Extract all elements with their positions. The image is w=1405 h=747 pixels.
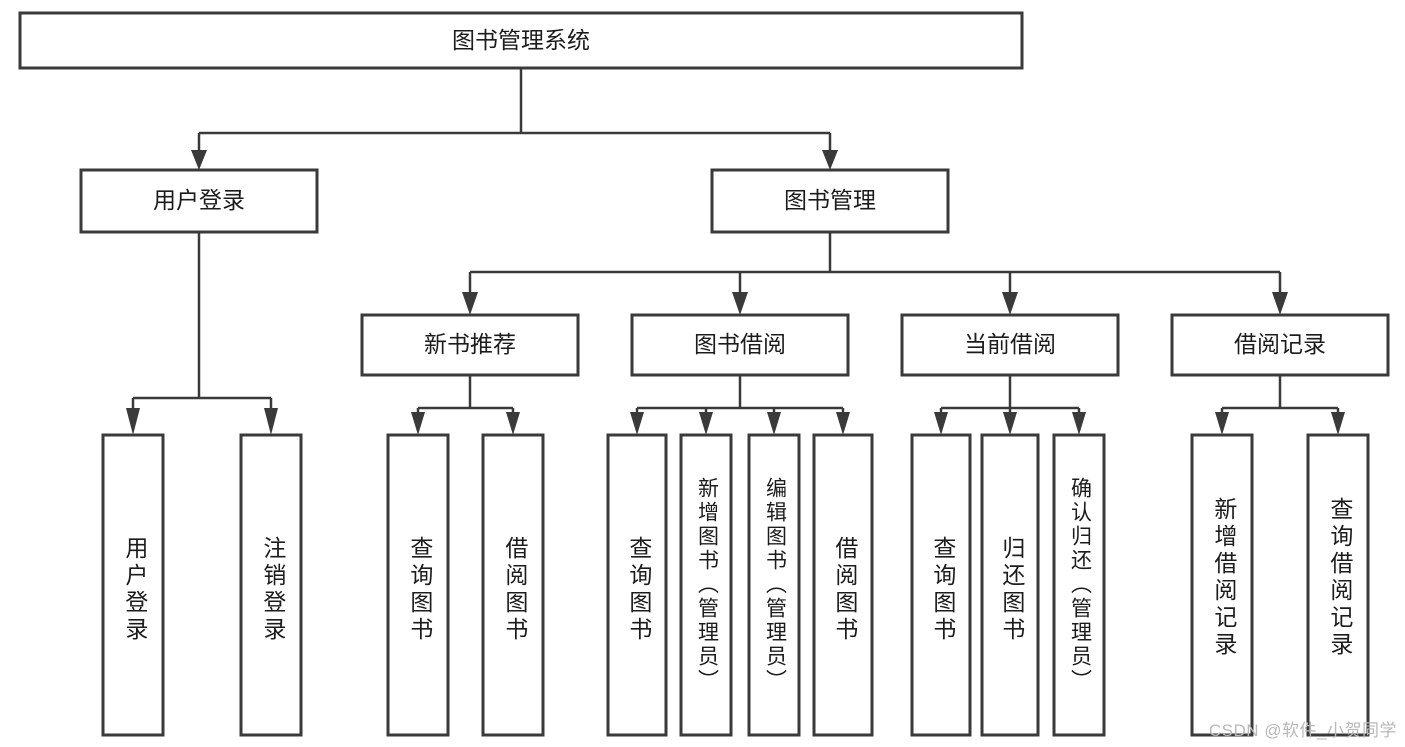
leaf-book-borrow-edit-box[interactable] [747, 433, 801, 737]
leaf-current-borrow-query[interactable]: 查询图书 [910, 433, 972, 737]
leaf-book-borrow-add-box[interactable] [679, 433, 733, 737]
leaf-current-borrow-confirm[interactable]: 确认归还（管理员） [1052, 433, 1106, 737]
leaf-borrow-record-add-box[interactable] [1190, 433, 1254, 737]
node-new-book-recommend[interactable]: 新书推荐 [360, 313, 580, 377]
arrow-cb-leaf2 [1003, 412, 1017, 435]
arrow-bb-leaf3 [767, 412, 781, 435]
arrow-book-borrow [732, 292, 748, 315]
leaf-current-borrow-return[interactable]: 归还图书 [980, 433, 1040, 737]
leaf-current-borrow-query-box[interactable] [910, 433, 972, 737]
node-book-management[interactable]: 图书管理 [710, 168, 950, 234]
node-book-management-box[interactable] [710, 168, 950, 234]
arrow-book-manage [822, 150, 838, 170]
arrow-bb-leaf1 [630, 412, 644, 435]
leaf-book-borrow-edit[interactable]: 编辑图书（管理员） [747, 433, 801, 737]
leaf-borrow-record-add-label: 新增借阅记录 [1211, 497, 1238, 659]
arrow-current-borrow [1002, 292, 1018, 315]
node-user-login[interactable]: 用户登录 [79, 168, 319, 234]
leaf-new-book-borrow[interactable]: 借阅图书 [481, 433, 545, 737]
leaf-book-borrow-edit-label: 编辑图书（管理员） [763, 477, 787, 693]
arrow-user-login [191, 150, 207, 170]
arrow-br-leaf2 [1331, 412, 1345, 435]
leaf-user-login-login-box[interactable] [101, 433, 165, 737]
leaf-user-login-login-label: 用户登录 [122, 536, 149, 644]
leaf-book-borrow-borrow-label: 借阅图书 [832, 536, 859, 644]
node-book-borrow-box[interactable] [630, 313, 850, 377]
node-borrow-record-label: 借阅记录 [1234, 331, 1326, 357]
leaf-book-borrow-borrow-box[interactable] [812, 433, 874, 737]
node-borrow-record-box[interactable] [1170, 313, 1390, 377]
node-user-login-box[interactable] [79, 168, 319, 234]
arrow-bb-leaf2 [699, 412, 713, 435]
node-new-book-recommend-label: 新书推荐 [424, 331, 516, 357]
leaf-borrow-record-add[interactable]: 新增借阅记录 [1190, 433, 1254, 737]
arrow-cb-leaf3 [1072, 412, 1086, 435]
node-root-system-label: 图书管理系统 [452, 27, 590, 53]
csdn-watermark: CSDN @软件_小贺同学 [1208, 721, 1397, 740]
node-root-system-box[interactable] [18, 11, 1024, 70]
leaf-book-borrow-borrow[interactable]: 借阅图书 [812, 433, 874, 737]
leaf-new-book-borrow-label: 借阅图书 [502, 536, 529, 644]
arrow-bb-leaf4 [836, 412, 850, 435]
leaf-current-borrow-return-box[interactable] [980, 433, 1040, 737]
arrow-nb-leaf2 [506, 412, 520, 435]
arrow-new-book [462, 292, 478, 315]
leaf-user-login-logout-label: 注销登录 [260, 536, 287, 644]
leaf-current-borrow-query-label: 查询图书 [930, 536, 957, 644]
leaf-new-book-query-box[interactable] [386, 433, 450, 737]
leaf-borrow-record-query-box[interactable] [1306, 433, 1370, 737]
leaf-borrow-record-query[interactable]: 查询借阅记录 [1306, 433, 1370, 737]
arrow-br-leaf1 [1215, 412, 1229, 435]
leaf-current-borrow-confirm-label: 确认归还（管理员） [1068, 477, 1092, 693]
node-borrow-record[interactable]: 借阅记录 [1170, 313, 1390, 377]
node-current-borrow-label: 当前借阅 [964, 331, 1056, 357]
node-book-borrow[interactable]: 图书借阅 [630, 313, 850, 377]
leaf-book-borrow-add-label: 新增图书（管理员） [695, 477, 719, 693]
node-root-system[interactable]: 图书管理系统 [18, 11, 1024, 70]
leaf-new-book-query[interactable]: 查询图书 [386, 433, 450, 737]
node-user-login-label: 用户登录 [153, 187, 245, 213]
leaf-current-borrow-return-label: 归还图书 [999, 536, 1026, 644]
arrow-borrow-record [1272, 292, 1288, 315]
arrow-nb-leaf1 [411, 412, 425, 435]
node-book-borrow-label: 图书借阅 [694, 331, 786, 357]
arrow-ul-leaf2 [264, 408, 278, 435]
leaf-book-borrow-query-box[interactable] [606, 433, 668, 737]
leaf-new-book-query-label: 查询图书 [407, 536, 434, 644]
connector-layer [126, 68, 1345, 435]
leaf-current-borrow-confirm-box[interactable] [1052, 433, 1106, 737]
node-current-borrow-box[interactable] [900, 313, 1120, 377]
leaf-book-borrow-add[interactable]: 新增图书（管理员） [679, 433, 733, 737]
node-new-book-recommend-box[interactable] [360, 313, 580, 377]
leaf-user-login-logout-box[interactable] [239, 433, 303, 737]
leaf-borrow-record-query-label: 查询借阅记录 [1327, 497, 1354, 659]
node-book-management-label: 图书管理 [784, 187, 876, 213]
leaf-book-borrow-query[interactable]: 查询图书 [606, 433, 668, 737]
node-current-borrow[interactable]: 当前借阅 [900, 313, 1120, 377]
leaf-user-login-login[interactable]: 用户登录 [101, 433, 165, 737]
leaf-user-login-logout[interactable]: 注销登录 [239, 433, 303, 737]
leaf-book-borrow-query-label: 查询图书 [626, 536, 653, 644]
arrow-ul-leaf1 [126, 408, 140, 435]
leaf-new-book-borrow-box[interactable] [481, 433, 545, 737]
arrow-cb-leaf1 [934, 412, 948, 435]
